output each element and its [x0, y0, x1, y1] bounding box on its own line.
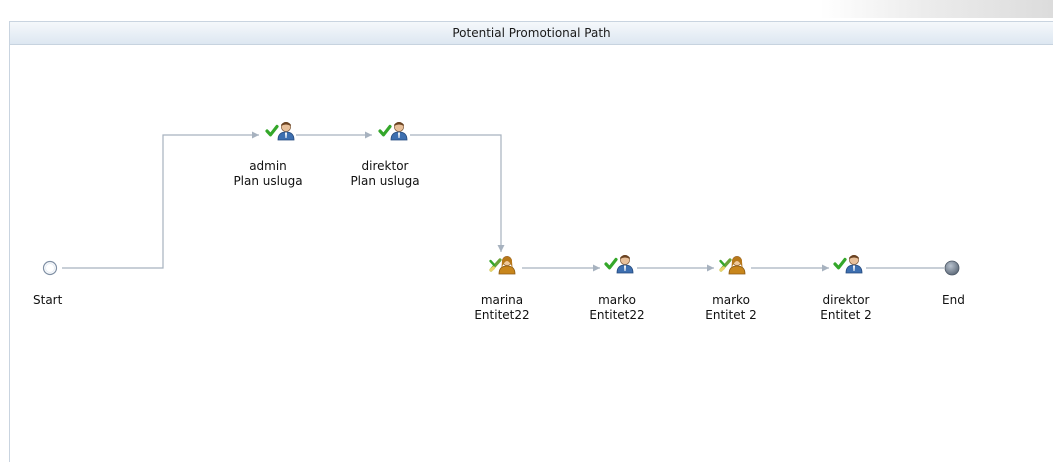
node-label: direktor Plan usluga [338, 159, 432, 189]
panel-title: Potential Promotional Path [10, 22, 1053, 45]
node-entity: Plan usluga [350, 174, 420, 188]
node-entity: Entitet 2 [820, 308, 872, 322]
direktor-user-approved-icon[interactable] [378, 120, 409, 142]
node-entity: Entitet22 [589, 308, 645, 322]
node-user: marko [598, 293, 636, 307]
node-user: admin [249, 159, 287, 173]
promotional-path-panel: Potential Promotional Path [9, 21, 1053, 462]
node-user: direktor [361, 159, 409, 173]
node-user: direktor [822, 293, 870, 307]
start-label: Start [33, 293, 63, 307]
node-entity: Plan usluga [233, 174, 303, 188]
admin-user-approved-icon[interactable] [265, 120, 296, 142]
node-label: marina Entitet22 [455, 293, 549, 323]
node-user: marko [712, 293, 750, 307]
connector-direktor-to-marina [410, 134, 505, 252]
node-user: marina [480, 293, 524, 307]
marko-user-approved-icon[interactable] [604, 253, 635, 275]
node-label: marko Entitet 2 [684, 293, 778, 323]
end-label: End [942, 293, 965, 307]
marko-user-pending-icon[interactable] [718, 254, 747, 276]
node-entity: Entitet 2 [705, 308, 757, 322]
direktor-user-approved-icon[interactable] [833, 253, 864, 275]
end-node-icon[interactable] [944, 260, 960, 276]
node-entity: Entitet22 [474, 308, 530, 322]
marina-user-pending-icon[interactable] [488, 254, 517, 276]
node-label: marko Entitet22 [570, 293, 664, 323]
node-label: direktor Entitet 2 [799, 293, 893, 323]
connector-start-to-admin [62, 131, 259, 269]
top-right-fade [820, 0, 1053, 18]
node-label: admin Plan usluga [221, 159, 315, 189]
connectors [62, 131, 944, 272]
